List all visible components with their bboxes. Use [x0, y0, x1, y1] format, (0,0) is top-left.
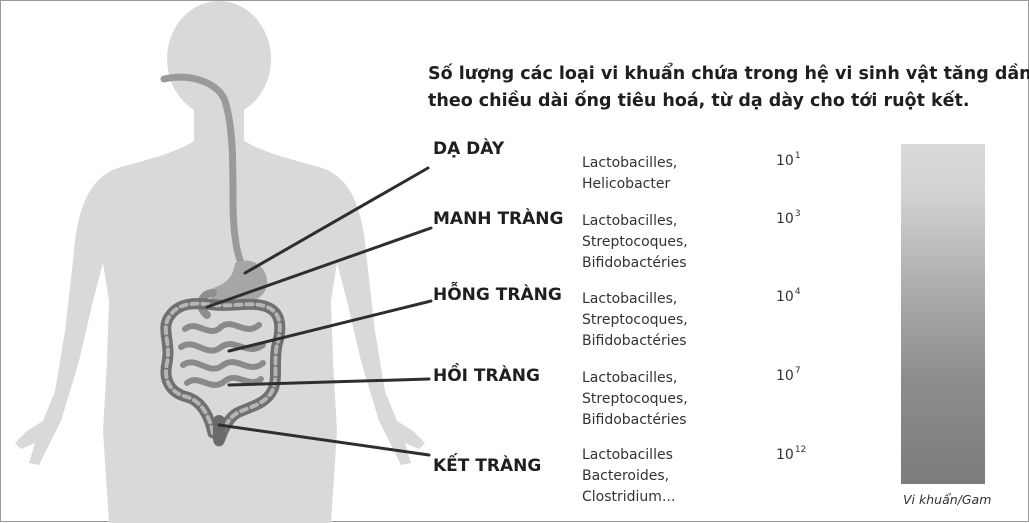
- bacteria-density-gradient-bar: [901, 144, 985, 484]
- bacteria-list-jejunum: Lactobacilles, Streptocoques, Bifidobact…: [582, 289, 688, 352]
- organ-label-colon: KẾT TRÀNG: [433, 456, 541, 476]
- diagram-title: Số lượng các loại vi khuẩn chứa trong hệ…: [428, 61, 1028, 115]
- bacteria-item: Bacteroides,: [582, 466, 675, 487]
- title-line-1: Số lượng các loại vi khuẩn chứa trong hệ…: [428, 61, 1028, 88]
- bacteria-item: Streptocoques,: [582, 389, 688, 410]
- title-line-2: theo chiều dài ống tiêu hoá, từ dạ dày c…: [428, 88, 1028, 115]
- count-base: 10: [776, 211, 794, 227]
- bacteria-item: Lactobacilles,: [582, 289, 688, 310]
- organ-label-cecum: MANH TRÀNG: [433, 209, 563, 229]
- bacteria-item: Streptocoques,: [582, 310, 688, 331]
- bacteria-list-cecum: Lactobacilles, Streptocoques, Bifidobact…: [582, 211, 688, 274]
- count-stomach: 101: [776, 153, 801, 169]
- count-ileum: 107: [776, 368, 801, 384]
- count-colon: 1012: [776, 447, 806, 463]
- bacteria-item: Lactobacilles,: [582, 153, 677, 174]
- count-base: 10: [776, 368, 794, 384]
- bacteria-item: Lactobacilles: [582, 445, 675, 466]
- bacteria-item: Lactobacilles,: [582, 368, 688, 389]
- count-base: 10: [776, 289, 794, 305]
- organ-label-ileum: HỒI TRÀNG: [433, 366, 540, 386]
- count-exponent: 4: [795, 287, 801, 297]
- bacteria-item: Helicobacter: [582, 174, 677, 195]
- human-body-figure: [1, 1, 441, 523]
- organ-label-jejunum: HỖNG TRÀNG: [433, 285, 562, 305]
- organ-label-stomach: DẠ DÀY: [433, 139, 504, 159]
- bacteria-item: Bifidobactéries: [582, 331, 688, 352]
- bacteria-item: Streptocoques,: [582, 232, 688, 253]
- count-exponent: 1: [795, 151, 801, 161]
- bacteria-item: Bifidobactéries: [582, 410, 688, 431]
- count-cecum: 103: [776, 211, 801, 227]
- bacteria-list-ileum: Lactobacilles, Streptocoques, Bifidobact…: [582, 368, 688, 431]
- bacteria-list-stomach: Lactobacilles, Helicobacter: [582, 153, 677, 195]
- gradient-unit-label: Vi khuẩn/Gam: [903, 492, 987, 507]
- count-base: 10: [776, 153, 794, 169]
- count-exponent: 7: [795, 366, 801, 376]
- bacteria-item: Lactobacilles,: [582, 211, 688, 232]
- bacteria-item: Bifidobactéries: [582, 253, 688, 274]
- bacteria-list-colon: Lactobacilles Bacteroides, Clostridium..…: [582, 445, 675, 508]
- count-base: 10: [776, 447, 794, 463]
- count-jejunum: 104: [776, 289, 801, 305]
- bacteria-item: Clostridium...: [582, 487, 675, 508]
- count-exponent: 12: [795, 445, 806, 455]
- count-exponent: 3: [795, 209, 801, 219]
